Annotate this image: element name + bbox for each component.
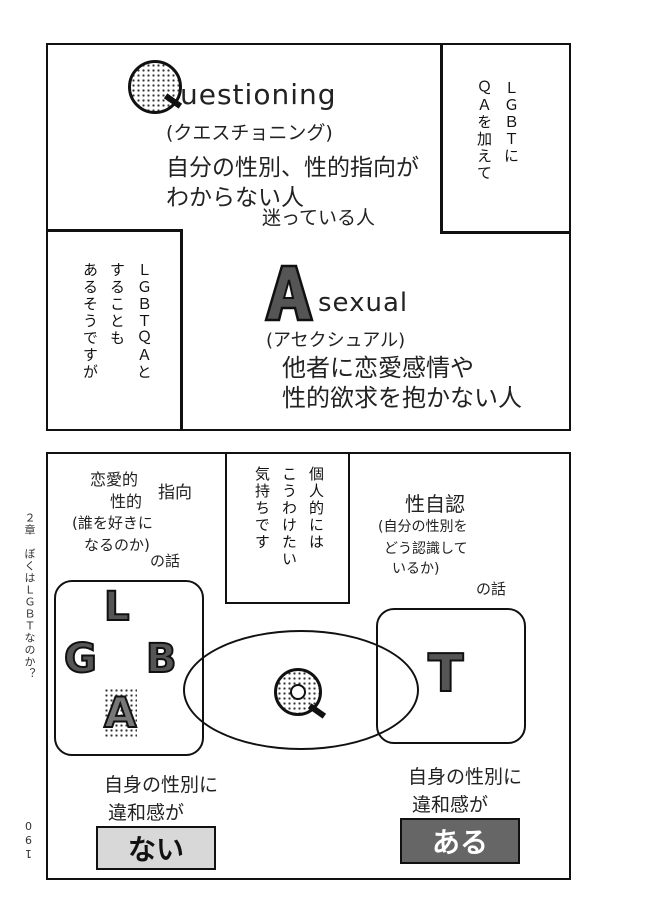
q-description-line2: わからない人 [166, 185, 304, 211]
center-note-box [225, 452, 350, 604]
q-description-line1: 自分の性別、性的指向が [166, 155, 419, 181]
top-panel-divider-vertical [440, 43, 443, 233]
top-panel-divider-vertical-left [180, 229, 183, 431]
letter-g: G [63, 635, 98, 683]
right-caption-line2: 違和感が [412, 794, 489, 816]
left-note-lgbtqa: ＬＧＢＴＱＡと することも あるそうですが [81, 262, 153, 381]
q-oval [183, 630, 419, 750]
left-label-topic: の話 [150, 552, 181, 570]
letter-t: T [427, 643, 465, 705]
left-caption-line2: 違和感が [108, 802, 185, 824]
right-label-how-recognize: どう認識して [384, 541, 468, 557]
a-letter-block [262, 262, 314, 322]
right-label-own-gender: (自分の性別を [378, 519, 468, 535]
letter-l: L [103, 583, 130, 631]
chapter-title: ２章 ぼくはＬＧＢＴなのか？ [23, 512, 36, 680]
left-label-romantic: 恋愛的 [90, 470, 139, 489]
page-number: 190 [22, 818, 35, 860]
a-letter-icon [264, 264, 314, 322]
letter-a: A [103, 687, 137, 738]
a-description-line2: 性的欲求を抱かない人 [282, 384, 522, 412]
a-title: sexual [318, 288, 409, 318]
top-panel-divider-horizontal [440, 231, 571, 234]
left-label-sexual: 性的 [110, 492, 143, 511]
left-label-who: (誰を好きに [72, 514, 153, 532]
right-label-topic: の話 [476, 580, 507, 598]
side-note-lgbt-qa: ＬＧＢＴに ＱＡを加えて [475, 80, 520, 182]
q-reading: (クエスチョニング) [166, 122, 333, 144]
right-group-bracket [376, 608, 526, 744]
right-box-exists: ある [400, 818, 520, 864]
q-title: uestioning [180, 78, 337, 111]
q-circle [128, 60, 182, 114]
top-panel [46, 43, 571, 431]
left-label-orientation: 指向 [158, 483, 192, 503]
right-label-gender-identity: 性自認 [405, 492, 465, 516]
q-inner-hole [290, 684, 306, 700]
left-box-none: ない [96, 826, 216, 870]
a-reading: (アセクシュアル) [266, 330, 406, 351]
top-panel-divider-horizontal-left [46, 229, 181, 232]
left-label-love: なるのか) [84, 536, 150, 554]
center-note: 個人的には こうわけたい 気持ちです [253, 466, 325, 568]
a-description-line1: 他者に恋愛感情や [282, 354, 474, 382]
left-caption-line1: 自身の性別に [104, 774, 219, 796]
right-label-whether: いるか) [392, 561, 440, 577]
q-description-line3: 迷っている人 [262, 207, 376, 229]
q-letter-bottom: Q [270, 664, 330, 724]
letter-b: B [145, 635, 177, 683]
right-caption-line1: 自身の性別に [408, 766, 523, 788]
q-letter-bottom-text: Q [280, 668, 314, 714]
